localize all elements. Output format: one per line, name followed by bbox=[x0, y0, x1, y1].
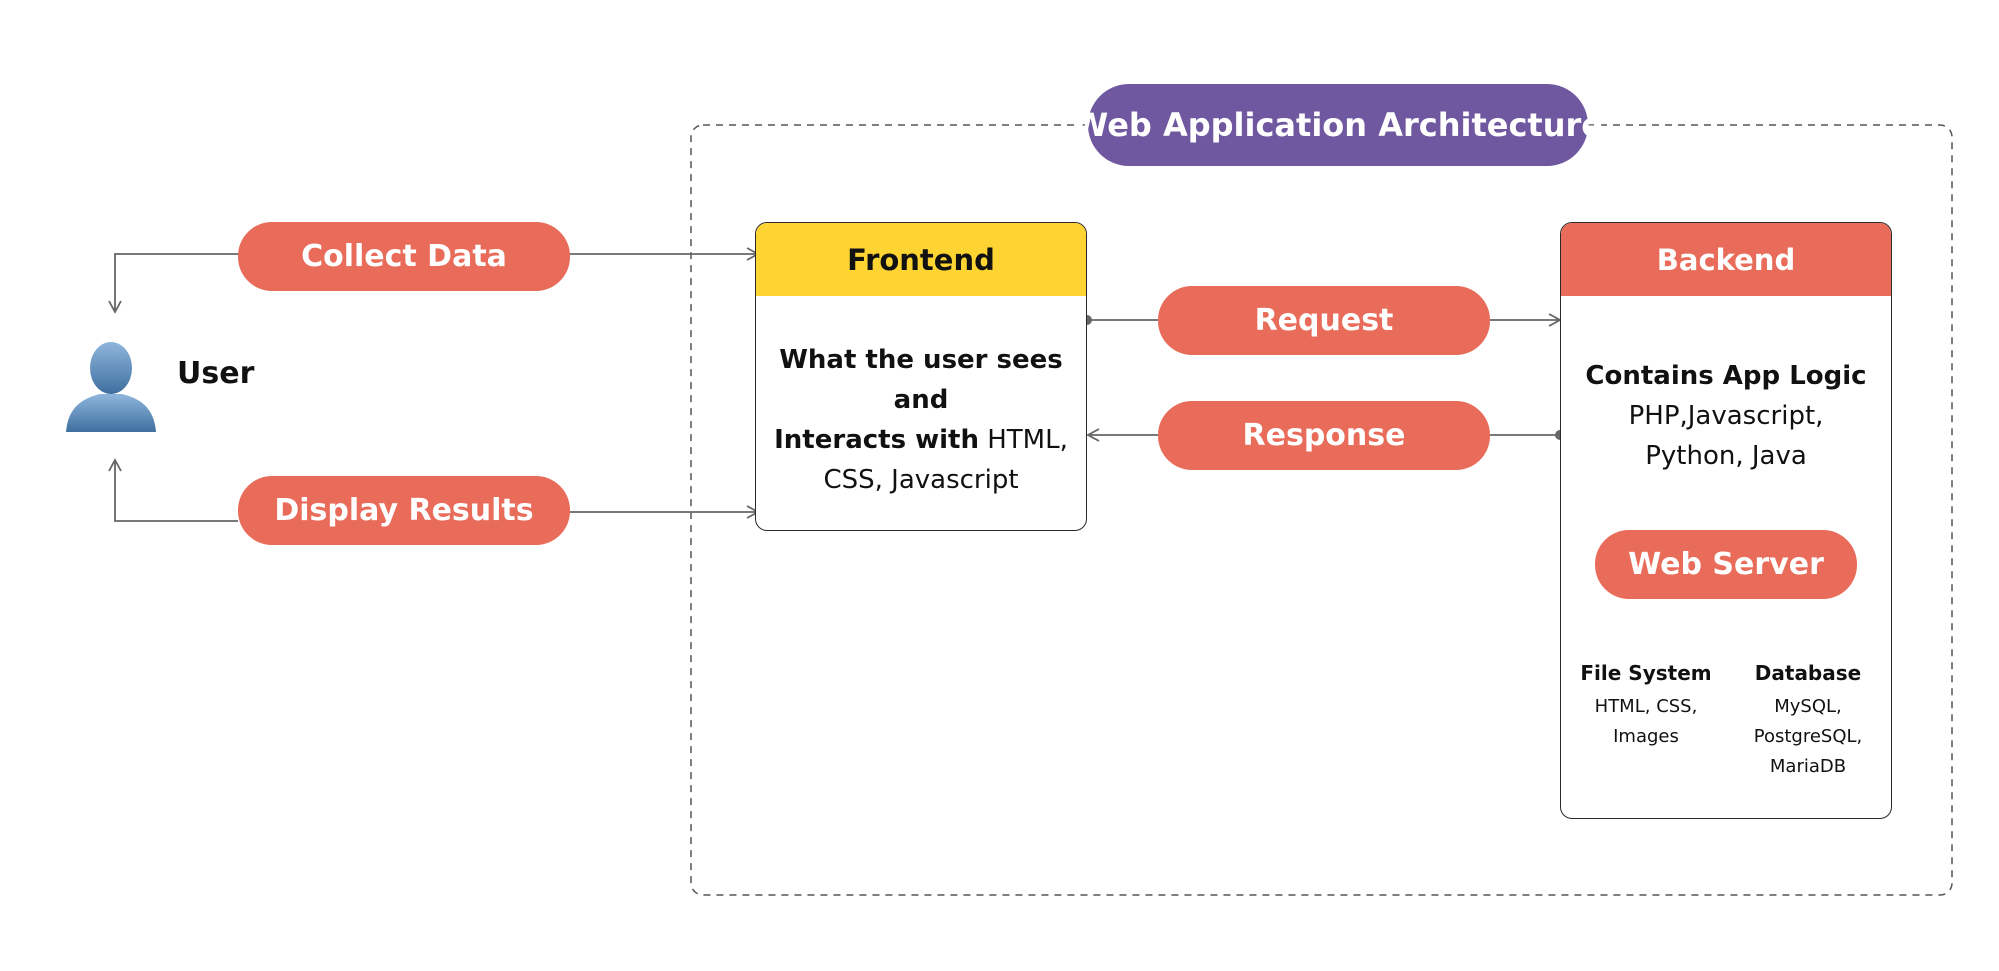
frontend-tech-1: HTML, bbox=[978, 425, 1068, 455]
database-section: Database MySQL, PostgreSQL, MariaDB bbox=[1733, 658, 1883, 782]
collect-to-user-line bbox=[108, 253, 238, 314]
web-server-pill: Web Server bbox=[1595, 530, 1857, 599]
backend-description: Contains App Logic PHP,Javascript, Pytho… bbox=[1561, 296, 1891, 476]
frontend-box: Frontend What the user sees and Interact… bbox=[755, 222, 1087, 531]
file-system-item-1: HTML, CSS, bbox=[1594, 696, 1698, 717]
user-icon bbox=[62, 336, 160, 434]
architecture-title: Web Application Architecture bbox=[1073, 84, 1603, 166]
database-item-2: PostgreSQL, bbox=[1753, 726, 1863, 747]
display-to-user-line bbox=[108, 458, 238, 522]
collect-data-pill: Collect Data bbox=[238, 222, 570, 291]
frontend-tech-2: CSS, Javascript bbox=[823, 465, 1019, 495]
display-results-pill: Display Results bbox=[238, 476, 570, 545]
backend-tech-2: Python, Java bbox=[1645, 441, 1807, 471]
frontend-description: What the user sees and Interacts with HT… bbox=[756, 296, 1086, 500]
file-system-title: File System bbox=[1580, 661, 1712, 685]
frontend-title: Frontend bbox=[756, 223, 1086, 296]
request-pill: Request bbox=[1158, 286, 1490, 355]
database-title: Database bbox=[1754, 661, 1862, 685]
file-system-section: File System HTML, CSS, Images bbox=[1571, 658, 1721, 752]
user-label: User bbox=[177, 356, 255, 391]
backend-box: Backend Contains App Logic PHP,Javascrip… bbox=[1560, 222, 1892, 819]
frontend-desc-line-1: What the user sees and bbox=[779, 345, 1063, 415]
frontend-desc-line-2: Interacts with bbox=[774, 425, 979, 455]
file-system-items: HTML, CSS, Images bbox=[1571, 692, 1721, 752]
backend-tech-1: PHP,Javascript, bbox=[1628, 401, 1824, 431]
backend-title: Backend bbox=[1561, 223, 1891, 296]
database-item-1: MySQL, bbox=[1774, 696, 1842, 717]
database-item-3: MariaDB bbox=[1769, 756, 1847, 777]
database-items: MySQL, PostgreSQL, MariaDB bbox=[1733, 692, 1883, 782]
backend-desc-bold: Contains App Logic bbox=[1585, 361, 1867, 391]
response-pill: Response bbox=[1158, 401, 1490, 470]
file-system-item-2: Images bbox=[1613, 726, 1679, 747]
